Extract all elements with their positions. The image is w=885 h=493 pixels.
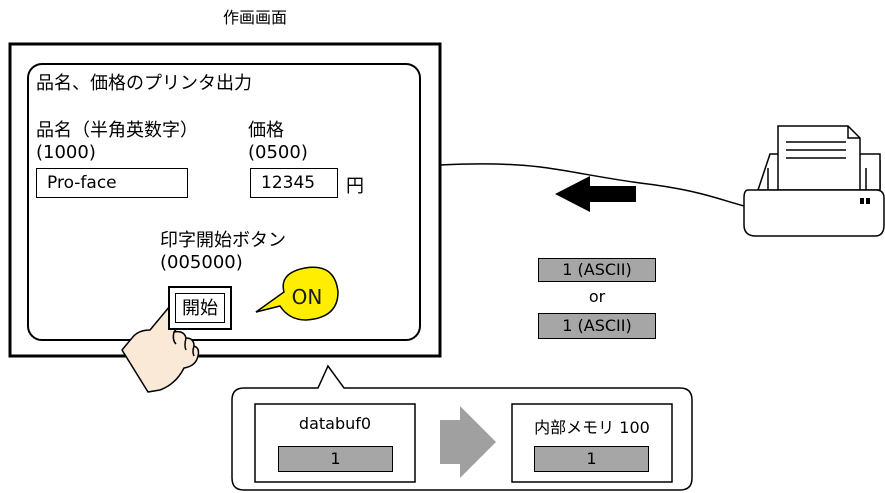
start-button-label: 開始 — [175, 293, 225, 323]
button-address: (005000) — [160, 252, 243, 273]
transfer-or: or — [588, 287, 606, 306]
printer-icon — [743, 125, 885, 237]
panel-title: 品名、価格のプリンタ出力 — [36, 73, 252, 94]
dest-memory-title: 内部メモリ 100 — [534, 418, 650, 437]
transfer-value-top: 1 (ASCII) — [538, 258, 656, 282]
grey-arrow-right-icon — [440, 406, 496, 478]
source-memory-title: databuf0 — [298, 414, 372, 433]
transfer-value-bottom: 1 (ASCII) — [538, 313, 656, 339]
screen-caption: 作画画面 — [222, 8, 287, 27]
printer-cable — [439, 163, 749, 208]
button-caption: 印字開始ボタン — [160, 230, 286, 251]
dest-memory-value: 1 — [534, 446, 649, 472]
price-unit: 円 — [346, 176, 364, 197]
name-field[interactable]: Pro-face — [36, 168, 188, 198]
black-arrow-left-icon — [555, 176, 636, 212]
price-field[interactable]: 12345 — [250, 168, 338, 198]
name-label: 品名（半角英数字） — [36, 120, 198, 141]
price-label: 価格 — [248, 120, 284, 141]
start-button[interactable]: 開始 — [168, 286, 232, 330]
on-badge-label: ON — [291, 285, 323, 309]
name-address: (1000) — [36, 142, 96, 163]
price-address: (0500) — [248, 142, 308, 163]
on-badge-shape — [255, 266, 339, 321]
source-memory-value: 1 — [278, 446, 393, 472]
